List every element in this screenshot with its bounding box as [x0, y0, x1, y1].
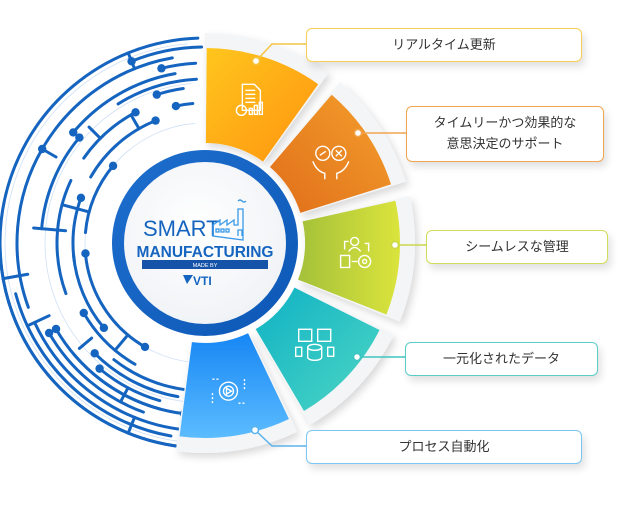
circuit-trace — [55, 178, 73, 296]
segment-process-automation — [175, 332, 298, 454]
database-network-icon — [295, 328, 335, 361]
circuit-trace — [126, 415, 137, 435]
circuit-trace — [87, 125, 102, 140]
label-text: 一元化されたデータ — [442, 351, 560, 367]
connector-4 — [352, 352, 405, 362]
circuit-pattern — [0, 36, 204, 449]
document-refresh-chart-icon — [235, 83, 264, 117]
connector-dot — [250, 425, 260, 435]
circuit-trace — [40, 147, 58, 159]
circuit-trace — [126, 51, 137, 71]
circuit-trace — [159, 61, 198, 70]
circuit-trace — [77, 336, 94, 350]
circuit-node — [157, 64, 166, 73]
label-realtime-update: リアルタイム更新 — [306, 28, 582, 62]
circuit-trace — [46, 373, 189, 449]
circuit-trace — [71, 72, 177, 134]
circuit-trace — [47, 331, 145, 414]
connector-2 — [353, 128, 406, 138]
vti-brand-text: VTI — [193, 274, 212, 288]
label-centralized-data: 一元化されたデータ — [405, 342, 598, 376]
circuit-node — [51, 324, 61, 334]
connector-line — [254, 429, 306, 447]
circuit-trace — [33, 320, 191, 432]
segment-centralized-data — [255, 286, 394, 425]
label-text: リアルタイム更新 — [392, 37, 496, 53]
connector-5 — [250, 425, 306, 447]
circuit-node — [75, 133, 84, 142]
segment-fill — [179, 333, 289, 438]
circuit-node — [152, 90, 161, 99]
segments-ring — [175, 33, 415, 454]
circuit-trace — [99, 301, 147, 349]
connectors — [250, 43, 426, 447]
circuit-trace — [130, 45, 204, 63]
circuit-trace — [129, 113, 141, 131]
circuit-trace — [0, 84, 75, 245]
label-text-line1: タイムリーかつ効果的な — [433, 116, 577, 131]
connector-3 — [390, 240, 426, 250]
logo-smart-text: SMART — [143, 216, 220, 241]
circuit-node — [151, 116, 160, 125]
hands-decision-icon — [312, 145, 350, 180]
circuit-trace — [32, 226, 68, 233]
segment-fill — [255, 287, 380, 412]
circuit-trace — [113, 333, 130, 352]
circuit-node — [99, 323, 109, 333]
label-seamless-management: シームレスな管理 — [426, 230, 608, 264]
circuit-trace — [82, 311, 137, 366]
circuit-trace — [0, 241, 50, 377]
circuit-trace — [83, 164, 115, 235]
circuit-node — [44, 328, 54, 338]
made-by-text: MADE BY — [193, 263, 218, 269]
label-decision-support: タイムリーかつ効果的な 意思決定のサポート — [406, 106, 604, 162]
circuit-node — [90, 349, 99, 358]
factory-icon — [212, 199, 247, 241]
connector-line — [255, 43, 306, 62]
circuit-trace — [71, 36, 200, 88]
circuit-node — [95, 364, 104, 373]
circuit-node — [171, 101, 181, 111]
circuit-trace — [25, 314, 51, 328]
circuit-node — [81, 249, 90, 258]
circuit-trace — [60, 203, 91, 214]
circuit-trace — [15, 147, 44, 309]
label-process-automation: プロセス自動化 — [306, 430, 582, 464]
circuit-trace — [89, 119, 158, 179]
connector-dot — [251, 56, 261, 66]
circuit-trace — [83, 251, 103, 305]
made-by-bar — [142, 260, 268, 269]
circuit-node — [140, 342, 150, 352]
circuit-node — [79, 308, 88, 318]
connector-dot — [353, 128, 363, 138]
circuit-trace — [116, 77, 198, 106]
connector-1 — [251, 43, 306, 66]
connector-dot — [352, 352, 362, 362]
logo-manufacturing-text: MANUFACTURING — [137, 244, 274, 261]
vti-logo-mark-icon — [183, 275, 193, 284]
circuit-trace — [71, 352, 186, 416]
circuit-node — [108, 161, 118, 171]
circuit-trace — [93, 351, 180, 399]
label-text-line2: 意思決定のサポート — [446, 137, 564, 152]
circuit-node — [131, 108, 140, 117]
circuit-trace — [40, 56, 174, 151]
label-text: プロセス自動化 — [398, 439, 490, 455]
connector-dot — [390, 240, 400, 250]
circuit-node — [76, 193, 86, 203]
circuit-trace — [14, 292, 173, 438]
gear-play-automation-icon — [211, 378, 246, 404]
user-workflow-gear-icon — [339, 236, 372, 269]
circuit-trace — [118, 386, 130, 404]
logo-background — [124, 162, 286, 324]
circuit-trace — [40, 136, 81, 231]
center-logo: SMART MANUFACTURING MADE BY VTI — [112, 150, 298, 336]
circuit-trace — [1, 272, 30, 281]
circuit-trace — [72, 253, 106, 330]
label-text: シームレスな管理 — [465, 239, 569, 255]
circuit-node — [69, 128, 78, 137]
circuit-trace — [112, 358, 186, 392]
